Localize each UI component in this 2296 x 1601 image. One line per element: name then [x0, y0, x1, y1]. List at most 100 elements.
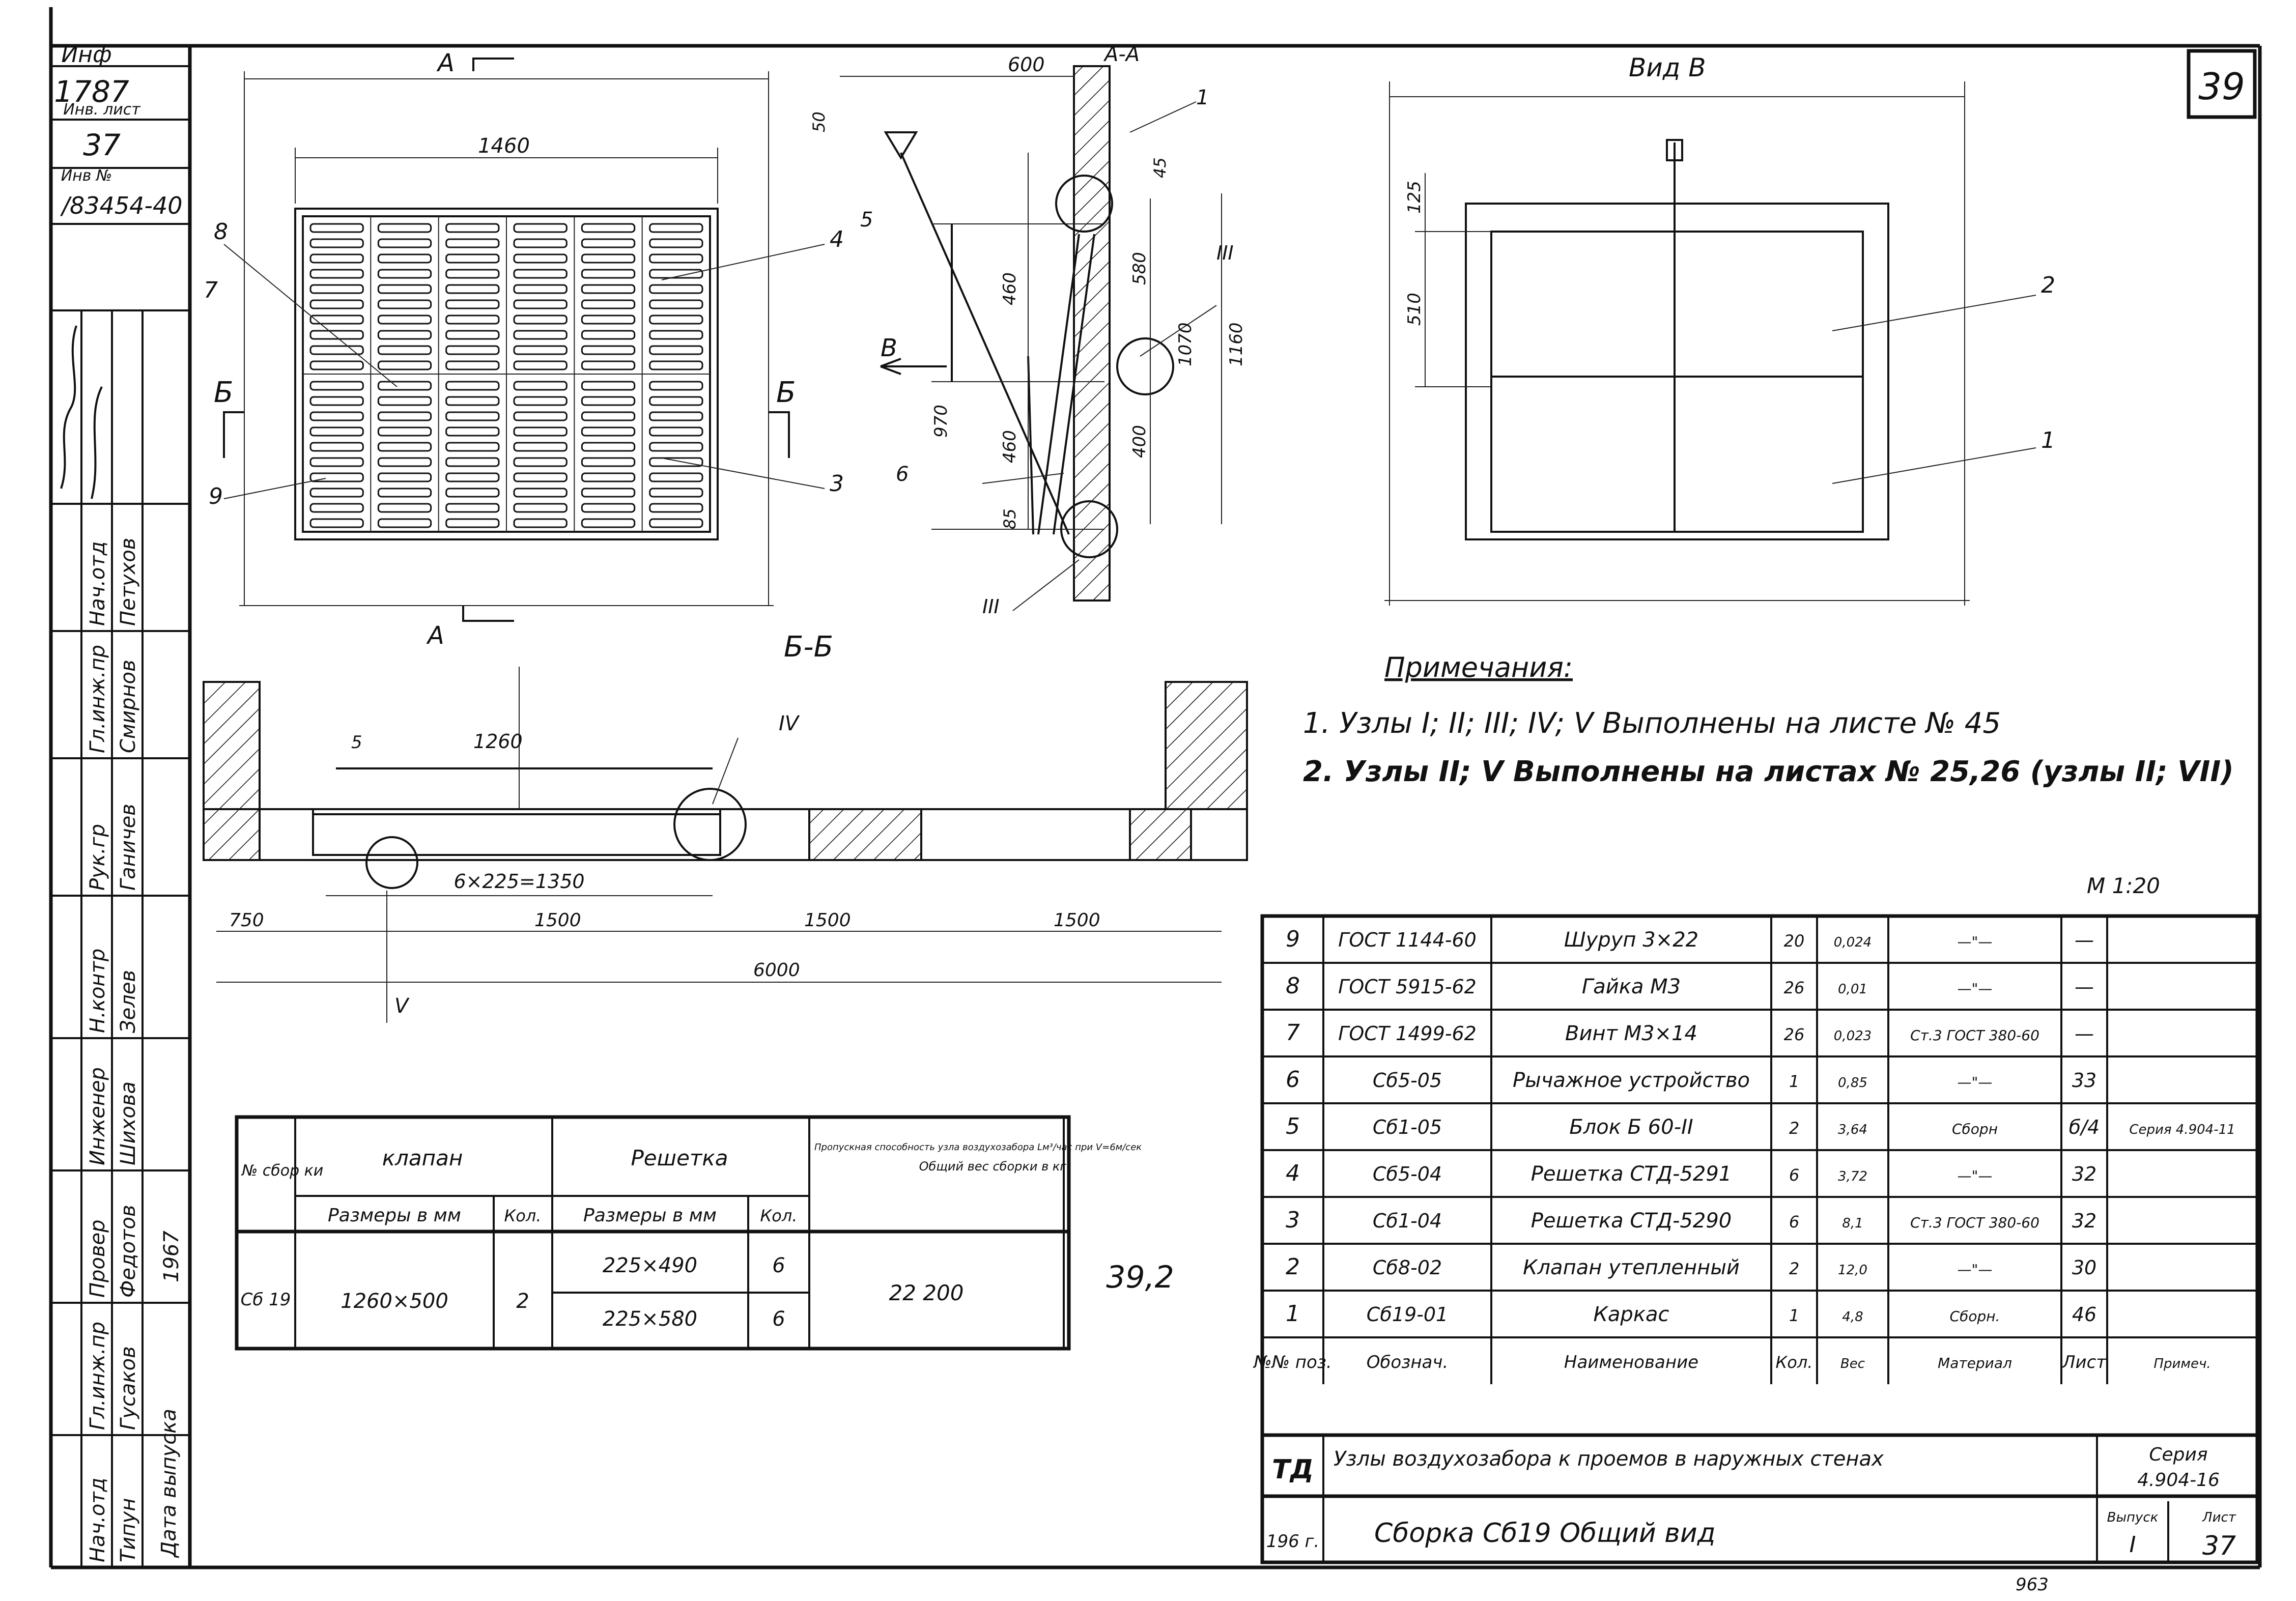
summary-h-throughput: Пропускная способность узла воздухозабор… [814, 1142, 1142, 1153]
role-row-3-role: Рук.гр [86, 824, 109, 891]
grille-slot [649, 442, 703, 452]
tb-title: Узлы воздухозабора к проемов в наружных … [1334, 1447, 1884, 1471]
grille-slot [581, 503, 636, 513]
grille-slot [309, 472, 364, 482]
summary-table [235, 1115, 1071, 1351]
spec-cell-material: —"— [1958, 1074, 1993, 1091]
spec-cell-sheet: — [2075, 1022, 2094, 1045]
spec-cell-name: Рычажное устройство [1513, 1069, 1750, 1092]
summary-h-valve: клапан [382, 1146, 463, 1170]
grille-slot [649, 360, 703, 370]
aa-dim-600: 600 [1008, 53, 1045, 76]
aa-node-iii-top: III [1216, 242, 1234, 264]
aa-dim-580: 580 [1129, 252, 1150, 285]
grille-slot [581, 284, 636, 294]
grille-slot [649, 299, 703, 309]
summary-h-grille-size: Размеры в мм [583, 1205, 717, 1226]
tb-issue-label: Выпуск [2107, 1510, 2159, 1525]
callout-4: 4 [830, 226, 844, 252]
section-bb [203, 667, 1248, 1023]
bb-node-iv: IV [779, 712, 800, 735]
grille-slot [377, 381, 432, 391]
spec-cell-pos: 1 [1286, 1301, 1300, 1327]
grille-slot [309, 396, 364, 406]
role-row-2-name: Смирнов [117, 660, 140, 753]
grille-slot [649, 426, 703, 437]
summary-h-no: № сбор ки [241, 1162, 323, 1180]
callout-3: 3 [830, 471, 844, 497]
grille-slot [377, 315, 432, 325]
grille-slot [377, 360, 432, 370]
bb-dim-1500b: 1500 [804, 910, 851, 931]
grille-slot [581, 253, 636, 264]
grille-slot [377, 457, 432, 467]
spec-cell-name: Блок Б 60-II [1569, 1116, 1693, 1139]
summary-h-grille-qty: Кол. [760, 1206, 798, 1225]
grille-slot [445, 411, 500, 421]
spec-cell-weight: 0,01 [1838, 982, 1867, 997]
tb-issue-value: I [2130, 1532, 2136, 1558]
aa-dim-45: 45 [1150, 157, 1170, 178]
grille-slot [513, 426, 568, 437]
spec-cell-pos: 5 [1286, 1113, 1300, 1139]
grille-slot [649, 330, 703, 340]
grille-slot [445, 472, 500, 482]
bb-dim-1260: 1260 [473, 730, 523, 753]
grille-slot [445, 315, 500, 325]
bb-dim-5: 5 [351, 732, 362, 753]
sheet-frame [49, 7, 2262, 1569]
grille-slot [445, 518, 500, 528]
sheet-value: 37 [83, 128, 121, 162]
grille-slot [377, 396, 432, 406]
grille-slot [649, 503, 703, 513]
summary-row-grille-size-1: 225×490 [603, 1254, 697, 1277]
grille-slot [445, 457, 500, 467]
grille-slot [513, 330, 568, 340]
spec-cell-qty: 2 [1789, 1259, 1799, 1278]
grille-slot [309, 518, 364, 528]
grille-slot [649, 223, 703, 233]
notes-heading: Примечания: [1384, 651, 1573, 683]
grille-slot [513, 442, 568, 452]
grille-slot [581, 457, 636, 467]
grille-slot [309, 223, 364, 233]
aa-dim-460a: 460 [1000, 272, 1020, 305]
front-section-left: Б [214, 376, 233, 409]
spec-header-note: Примеч. [2153, 1356, 2210, 1371]
grille-slot [445, 426, 500, 437]
spec-cell-designation: Сб5-04 [1373, 1163, 1442, 1185]
grille-slot [445, 223, 500, 233]
grille-slot [377, 442, 432, 452]
grille-slot [513, 381, 568, 391]
grille-slot [581, 472, 636, 482]
spec-cell-name: Гайка М3 [1582, 975, 1681, 998]
aa-dim-400: 400 [1129, 425, 1150, 458]
inv-value: 1787 [54, 74, 129, 109]
spec-cell-weight: 3,64 [1838, 1122, 1867, 1137]
grille-slot [309, 426, 364, 437]
grille-slot [649, 315, 703, 325]
grille-slot [377, 488, 432, 498]
grille-slot [309, 330, 364, 340]
spec-cell-designation: ГОСТ 5915-62 [1338, 976, 1477, 998]
spec-cell-material: Ст.3 ГОСТ 380-60 [1910, 1214, 2039, 1231]
aa-dim-1070: 1070 [1175, 322, 1196, 366]
spec-cell-weight: 0,023 [1834, 1028, 1872, 1044]
spec-header-weight: Вес [1840, 1356, 1865, 1371]
role-row-8-name: Типун [117, 1498, 140, 1562]
spec-cell-pos: 3 [1286, 1207, 1300, 1233]
spec-cell-material: Сборн. [1950, 1308, 2000, 1325]
aa-dim-970: 970 [931, 405, 951, 438]
spec-cell-weight: 0,024 [1834, 935, 1872, 950]
grille-slot [445, 381, 500, 391]
side-year: 1967 [160, 1231, 183, 1282]
grille-slot [309, 360, 364, 370]
summary-row-throughput: 22 200 [889, 1280, 964, 1305]
scale-label: М 1:20 [2087, 873, 2160, 898]
grille-slot [513, 518, 568, 528]
spec-cell-name: Каркас [1594, 1303, 1669, 1326]
spec-cell-weight: 4,8 [1842, 1309, 1863, 1325]
spec-cell-material: Ст.3 ГОСТ 380-60 [1910, 1027, 2039, 1044]
grille-slot [309, 457, 364, 467]
grille-slot [649, 411, 703, 421]
